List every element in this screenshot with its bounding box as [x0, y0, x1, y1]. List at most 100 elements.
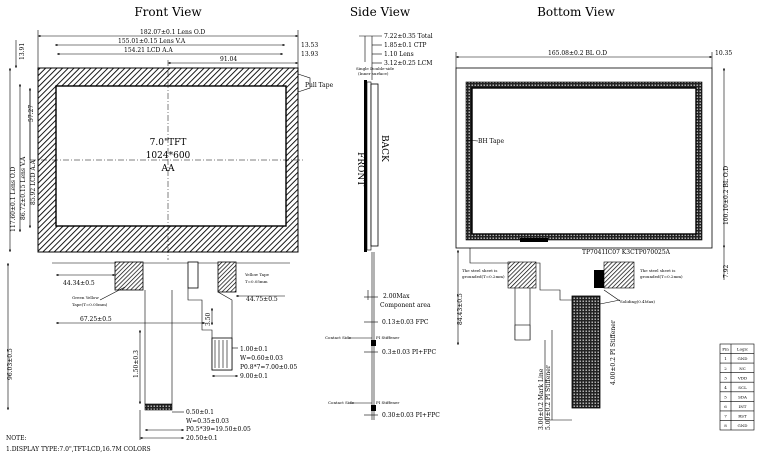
yellow-tape	[217, 261, 237, 293]
dim-lens-va-height: 86.72±0.15 Lens V.A	[20, 156, 27, 220]
pin-number: 5	[724, 394, 727, 399]
dim-91: 91.04	[220, 56, 237, 63]
green-yellow-label: Green Yellow	[72, 295, 99, 300]
contact-side-2: Contact Side	[328, 400, 355, 405]
dim-lens: 1.10 Lens	[384, 51, 414, 58]
dim-lens-od-height: 117.60±0.1 Lens O.D	[10, 167, 17, 232]
dim-13-53: 13.53	[301, 42, 318, 49]
dim-lcd-aa-height: 85.92 LCD A.A	[30, 159, 37, 205]
side-lcm	[370, 83, 379, 247]
dim-w-0-35: W=0.35±0.03	[186, 418, 229, 425]
panel-type-label: 7.0"TFT	[150, 138, 187, 148]
pin-logic: SDA	[738, 394, 747, 399]
pin-number: 7	[724, 414, 727, 419]
steel-sheet-1	[507, 261, 537, 289]
pi-stiffener-1: PI Stiffener	[376, 335, 399, 340]
dim-57-27: 57.27	[28, 105, 35, 122]
dim-fpc: 0.13±0.03 FPC	[382, 319, 429, 326]
front-view: 182.07±0.1 Lens O.D 155.01±0.15 Lens V.A…	[6, 29, 334, 442]
dim-lens-va-width: 155.01±0.15 Lens V.A	[118, 38, 186, 45]
steel-sheet-2-label-2: grounded(T=0.2mm)	[640, 274, 683, 279]
dim-13-91: 13.91	[19, 43, 26, 60]
note-title: NOTE:	[6, 435, 27, 442]
yellow-tape-label-2: T=0.05mm	[245, 279, 268, 284]
steel-sheet-1-label: The steel sheet is	[462, 268, 497, 273]
green-yellow-tape	[114, 261, 144, 291]
dim-44-75: 44.75±0.5	[246, 296, 278, 303]
side-double-label: Single Double-side	[356, 66, 395, 71]
mark-line-label: 3.00±0.2 Mark Line	[538, 368, 545, 430]
pin-table-header: Logic	[737, 347, 749, 352]
steel-sheet-2	[603, 261, 635, 289]
pin-logic: GND	[738, 423, 748, 428]
dim-p-0-8: P0.8*7=7.00±0.05	[240, 364, 297, 371]
dim-ctp: 1.85±0.1 CTP	[384, 42, 426, 49]
dim-44-34: 44.34±0.5	[63, 280, 95, 287]
resolution-label: 1024*600	[146, 151, 191, 161]
dim-1-00: 1.00±0.1	[240, 346, 268, 353]
pi-stiffener-4-label: 4.00±0.2 PI Stiffener	[610, 320, 617, 385]
pull-tape-label: Pull Tape	[305, 82, 334, 89]
pin-logic: VDD	[737, 375, 747, 380]
green-yellow-label-2: Tape(T=0.05mm)	[72, 302, 108, 307]
steel-sheet-1-label-2: grounded(T=0.2mm)	[462, 274, 505, 279]
pin-number: 3	[724, 375, 727, 380]
pin-number: 2	[724, 366, 727, 371]
pin-number: 6	[724, 404, 727, 409]
dim-2-max: 2.00Max	[383, 293, 410, 300]
dim-w-0-60: W=0.60±0.03	[240, 355, 283, 362]
aa-label: AA	[161, 164, 175, 174]
dim-96-03: 96.03±0.5	[7, 348, 14, 380]
pin-logic: NC	[739, 366, 746, 371]
dim-3-50: 3.50	[205, 312, 212, 326]
pi-stiffener-2: PI Stiffener	[376, 400, 399, 405]
dim-7-92: 7.92	[723, 264, 730, 278]
pin-logic: GND	[738, 356, 748, 361]
note-line-1: 1.DISPLAY TYPE:7.0",TFT-LCD,16.7M COLORS	[6, 446, 151, 453]
bh-tape-label: BH Tape	[478, 138, 505, 145]
side-lens	[364, 80, 367, 252]
pin-logic: SCL	[738, 385, 747, 390]
dim-p-0-5: P0.5*39=19.50±0.05	[186, 426, 251, 433]
steel-sheet-2-label: The steel sheet is	[640, 268, 675, 273]
yellow-tape-label: Yellow Tape	[244, 272, 270, 277]
pull-tape	[297, 73, 311, 93]
bottom-view-title: Bottom View	[537, 5, 616, 19]
dim-lens-od-width: 182.07±0.1 Lens O.D	[140, 29, 205, 36]
dim-pi-fpc-1: 0.3±0.03 PI+FPC	[382, 349, 436, 356]
pi-stiffener-5-label: 5.00±0.2 PI Stiffener	[545, 365, 552, 430]
dim-67-25: 67.25±0.5	[80, 316, 112, 323]
side-inner-label: (Inner surface)	[358, 71, 389, 76]
dim-9-00: 9.00±0.1	[240, 373, 268, 380]
side-view-title: Side View	[350, 5, 411, 19]
pin-number: 8	[724, 423, 727, 428]
side-view: 7.22±0.35 Total 1.85±0.1 CTP 1.10 Lens 3…	[325, 33, 440, 420]
dim-lcd-aa-width: 154.21 LCD A.A	[124, 47, 173, 54]
front-view-title: Front View	[134, 5, 202, 19]
pin-number: 4	[724, 385, 727, 390]
dim-bl-width: 165.08±0.2 BL O.D	[548, 50, 607, 57]
dim-total-thickness: 7.22±0.35 Total	[384, 33, 433, 40]
dim-20-50: 20.50±0.1	[186, 435, 218, 442]
contact-side-1: Contact Side	[325, 335, 352, 340]
pin-logic: RST	[738, 414, 747, 419]
part-number: TP7041IC07 K3CTP070025A	[582, 249, 671, 256]
dim-13-93: 13.93	[301, 51, 318, 58]
dim-1-50: 1.50±0.3	[133, 350, 140, 378]
dim-84-43: 84.43±0.5	[457, 293, 464, 325]
pi-stiffener-bottom	[571, 295, 601, 409]
dim-bl-height: 100.10±0.2 BL O.D	[723, 166, 730, 225]
dim-pi-fpc-2: 0.30±0.03 PI+FPC	[382, 412, 440, 419]
pin-table-header: Pin	[722, 347, 729, 352]
soliding-label: Soliding(0.4Max)	[620, 299, 655, 304]
back-label: BACK	[379, 135, 389, 162]
component-area-label: Component area	[380, 302, 431, 309]
bottom-view: 165.08±0.2 BL O.D 10.35 BH Tape 100.10±0…	[455, 50, 732, 430]
dim-0-50: 0.50±0.1	[186, 409, 214, 416]
dim-lcm: 3.12±0.25 LCM	[384, 60, 432, 67]
pin-logic: INT	[739, 404, 747, 409]
dim-10-35: 10.35	[715, 50, 732, 57]
active-area	[55, 85, 287, 227]
